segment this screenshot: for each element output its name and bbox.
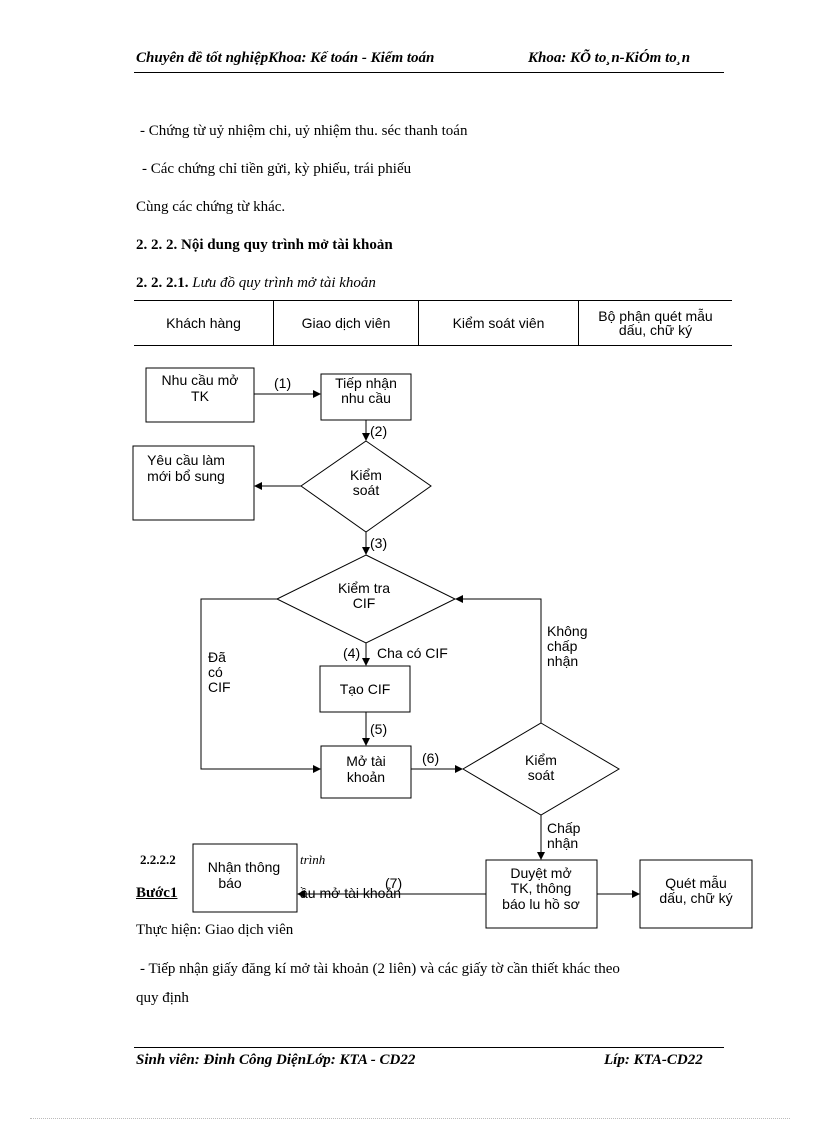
step-5-label: (5): [370, 721, 387, 737]
box-open-account: [320, 745, 412, 799]
section-heading-text: Nội dung quy trình mở tài khoản: [181, 237, 393, 253]
label-has-cif-3: CIF: [208, 679, 231, 695]
header-left: Chuyên đề tốt nghiệpKhoa: Kế toán - Kiểm…: [136, 50, 435, 66]
header-right: Khoa: KÕ to¸n-KiÓm to¸n: [528, 50, 691, 66]
subsection-number: 2. 2. 2.1.: [136, 275, 189, 291]
step-1-label: (1): [274, 375, 291, 391]
label-create-cif: Tạo CIF: [340, 681, 391, 697]
box-create-cif: [319, 665, 411, 713]
paragraph-6: quy định: [136, 990, 189, 1006]
label-need-2: TK: [191, 388, 210, 404]
arrow-not-accepted: [455, 595, 542, 723]
arrow-has-cif: [200, 598, 321, 773]
label-need-1: Nhu cầu mở: [162, 372, 239, 388]
section-heading-number: 2. 2. 2.: [136, 237, 178, 253]
label-not-accepted-1: Không: [547, 623, 587, 639]
page-bottom-border: [30, 1118, 790, 1119]
step-7-label: (7): [385, 875, 402, 891]
label-not-accepted-3: nhận: [547, 653, 578, 669]
label-check-cif-2: CIF: [353, 595, 376, 611]
label-notify-1: Nhận thông: [208, 859, 280, 875]
footer-rule: [134, 1047, 724, 1048]
box-customer-need: [145, 367, 255, 423]
label-control-1a: Kiểm: [350, 467, 382, 483]
label-control-2a: Kiểm: [525, 752, 557, 768]
label-has-cif-2: có: [208, 664, 223, 680]
paragraph-3: Cùng các chứng từ khác.: [136, 199, 286, 215]
step-1-heading: Bước1: [136, 885, 178, 901]
swimlane-header: Khách hàng Giao dịch viên Kiểm soát viên…: [134, 300, 732, 346]
subsection-text: Lưu đồ quy trình mở tài khoản: [192, 275, 376, 291]
label-accepted-2: nhận: [547, 835, 578, 851]
step-4-label: (4): [343, 645, 360, 661]
box-notify: [192, 843, 298, 913]
paragraph-5: - Tiếp nhận giấy đăng kí mở tài khoản (2…: [140, 961, 620, 977]
header-rule: [134, 72, 724, 73]
paragraph-2: - Các chứng chỉ tiền gửi, kỳ phiếu, trái…: [142, 161, 412, 177]
footer-right: Líp: KTA-CD22: [604, 1052, 703, 1068]
swimlane-controller: Kiểm soát viên: [419, 301, 579, 345]
swimlane-scan-dept: Bộ phận quét mẫu dấu, chữ ký: [598, 308, 713, 338]
label-check-cif-1: Kiểm tra: [338, 580, 390, 596]
label-open-2: khoản: [347, 769, 385, 785]
label-notify-2: báo: [218, 875, 242, 891]
box-scan: [639, 859, 753, 929]
section-heading: 2. 2. 2. Nội dung quy trình mở tài khoản: [136, 237, 393, 254]
subsection-heading: 2. 2. 2.1. Lưu đồ quy trình mở tài khoản: [136, 275, 376, 292]
label-approve-2: TK, thông: [511, 880, 572, 896]
step-1-tail: ầu mở tài khoản: [300, 885, 402, 901]
label-accepted-1: Chấp: [547, 820, 581, 836]
step-3-label: (3): [370, 535, 387, 551]
label-no-cif: Cha có CIF: [377, 645, 448, 661]
label-receive-1: Tiếp nhận: [335, 375, 397, 391]
label-scan-2: dấu, chữ ký: [659, 890, 732, 906]
label-request-2: mới bổ sung: [147, 468, 225, 484]
label-receive-2: nhu cầu: [341, 390, 391, 406]
footer-left: Sinh viên: Đinh Công DiệnLớp: KTA - CD22: [136, 1052, 416, 1068]
label-not-accepted-2: chấp: [547, 638, 578, 654]
paragraph-4: Thực hiện: Giao dịch viên: [136, 922, 294, 938]
label-control-2b: soát: [528, 767, 555, 783]
paragraph-1: - Chứng từ uỷ nhiệm chi, uỷ nhiệm thu. s…: [140, 123, 468, 139]
label-request-1: Yêu cầu làm: [147, 452, 225, 468]
label-has-cif-1: Đã: [208, 649, 226, 665]
swimlane-customer: Khách hàng: [134, 301, 274, 345]
partial-section-tail: trình: [300, 852, 326, 867]
label-approve-1: Duyệt mở: [510, 865, 571, 881]
swimlane-teller: Giao dịch viên: [274, 301, 419, 345]
label-control-1b: soát: [353, 482, 380, 498]
step-2-label: (2): [370, 423, 387, 439]
partial-section-number: 2.2.2.2: [140, 852, 176, 867]
label-open-1: Mở tài: [346, 753, 386, 769]
step-6-label: (6): [422, 750, 439, 766]
label-scan-1: Quét mẫu: [665, 875, 726, 891]
label-approve-3: báo lu hồ sơ: [502, 896, 580, 912]
